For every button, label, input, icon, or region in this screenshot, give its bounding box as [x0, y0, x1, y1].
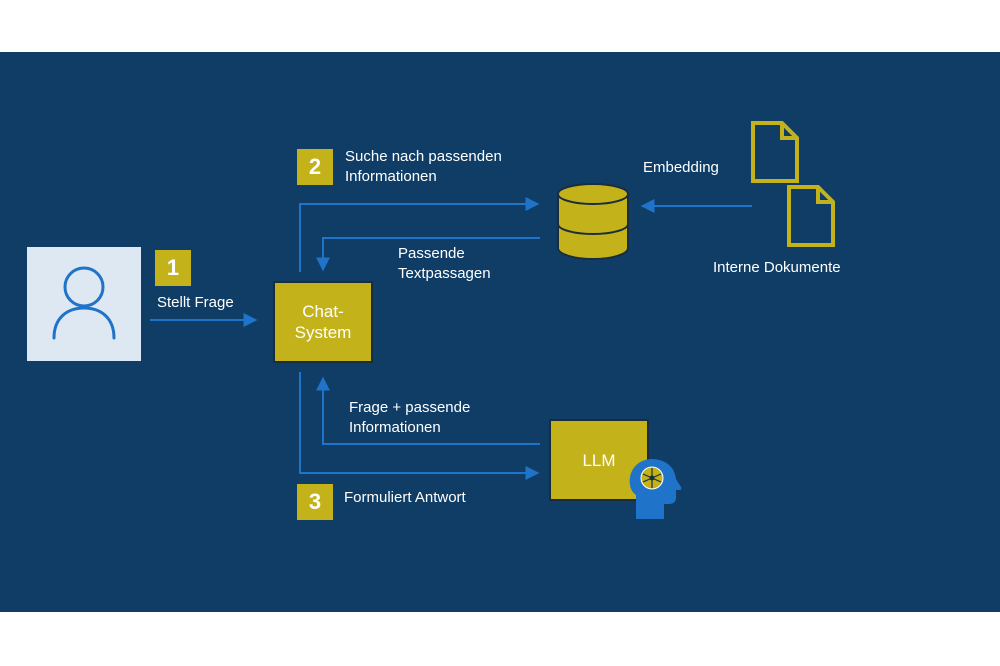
connector-lines [150, 197, 752, 480]
step-3-badge: 3 [297, 484, 333, 520]
label-passende-line2: Textpassagen [398, 265, 491, 282]
step-2-badge: 2 [297, 149, 333, 185]
user-icon [52, 266, 116, 340]
ai-head-icon [629, 459, 682, 519]
label-embedding: Embedding [643, 159, 719, 176]
label-frage-line2: Informationen [349, 419, 441, 436]
label-passende-line1: Passende [398, 245, 465, 262]
label-suche-line2: Informationen [345, 168, 437, 185]
label-formuliert-antwort: Formuliert Antwort [344, 489, 466, 506]
document-icon [751, 121, 799, 183]
diagram-canvas: 1 2 3 Chat- System LLM Stellt Frage Such… [0, 52, 1000, 612]
label-suche-line1: Suche nach passenden [345, 148, 502, 165]
chat-system-label-line2: System [294, 323, 352, 342]
database-icon [557, 183, 629, 260]
llm-label: LLM [582, 450, 616, 470]
label-stellt-frage: Stellt Frage [157, 294, 234, 311]
label-frage-line1: Frage + passende [349, 399, 471, 416]
document-icon [787, 185, 835, 247]
user-box [27, 247, 141, 361]
step-1-badge: 1 [155, 250, 191, 286]
chat-system-node: Chat- System [273, 281, 373, 363]
chat-system-label-line1: Chat- [302, 302, 344, 321]
label-interne-dokumente: Interne Dokumente [713, 259, 841, 276]
